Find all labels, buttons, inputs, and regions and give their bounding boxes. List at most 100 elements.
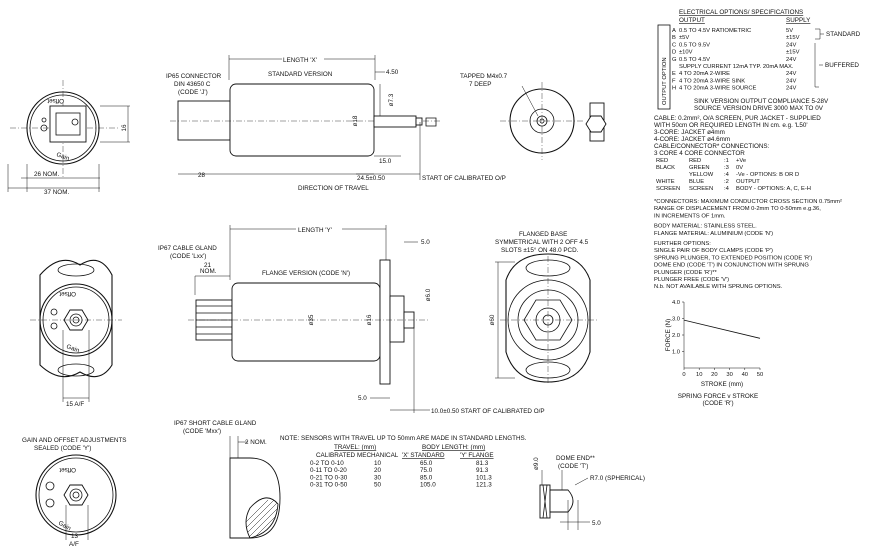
note-line: FLANGE MATERIAL: ALUMINIUM (CODE 'N') (654, 231, 773, 237)
option-output: 4 TO 20mA 3-WIRE SOURCE (679, 86, 757, 92)
end-view-sealed: GAIN AND OFFSET ADJUSTMENTS SEALED (CODE… (22, 437, 127, 548)
col-x-standard: 'X' STANDARD (402, 452, 445, 459)
option-output: 4 TO 20mA 2-WIRE (679, 71, 730, 77)
note-line: *CONNECTORS: MAXIMUM CONDUCTOR CROSS SEC… (654, 199, 842, 205)
connector-right (585, 102, 607, 142)
logo-offset-top: Offset (47, 97, 64, 104)
length-cell: 85.0 (420, 474, 433, 481)
side-view-flange: IP67 CABLE GLAND (CODE 'Lxx') 21 NOM. LE… (158, 225, 545, 415)
note-line: SINGLE PAIR OF BODY CLAMPS (CODE 'P') (654, 248, 773, 254)
wiring-cell: SCREEN (656, 186, 680, 192)
wiring-cell: SCREEN (689, 186, 713, 192)
option-code: C (672, 42, 676, 48)
direction-label: DIRECTION OF TRAVEL (298, 185, 369, 192)
cable-line-1: CABLE: 0.2mm², O/A SCREEN, PUR JACKET - … (654, 115, 821, 122)
dim-10: 10.0±0.50 START OF CALIBRATED O/P (431, 408, 545, 415)
dim-35: ø35 (308, 314, 315, 325)
dim-28: 28 (198, 172, 206, 179)
af13-b: A/F (69, 541, 79, 548)
af13-a: 13 (71, 533, 79, 540)
ip65-connector-label-3: (CODE 'J') (178, 89, 208, 96)
nom21-a: 21 (204, 262, 212, 269)
cable-notes: CABLE: 0.2mm², O/A SCREEN, PUR JACKET - … (654, 115, 842, 290)
standard-bracket-label: STANDARD (826, 31, 861, 38)
wiring-cell: :1 (724, 158, 729, 164)
note-line: RANGE OF DISPLACEMENT FROM 0-2mm TO 0-50… (654, 206, 821, 212)
flanged-base-3: SLOTS ±15° ON 48.0 PCD. (501, 246, 579, 254)
end-view-tapped: TAPPED M4x0.7 7 DEEP (460, 73, 584, 160)
length-cell: 75.0 (420, 467, 433, 474)
note-line: FURTHER OPTIONS: (654, 241, 711, 247)
cable-line-3: 3-CORE: JACKET ø4mm (654, 129, 725, 136)
dome-radius: R7.0 (SPHERICAL) (590, 475, 645, 482)
x-tick-label: 50 (757, 372, 763, 378)
option-output: SUPPLY CURRENT 12mA TYP. 20mA MAX. (679, 64, 794, 70)
y-tick-label: 1.0 (672, 350, 680, 356)
tapped-label-2: 7 DEEP (469, 81, 491, 88)
output-option-vertical: OUTPUT OPTION (662, 57, 668, 105)
logo-offset-bot: Offset (59, 466, 76, 473)
wiring-cell: BLUE (689, 179, 704, 185)
end-view-flanged-left: Offset Gain 15 A/F (30, 259, 122, 408)
length-y-label: LENGTH 'Y' (298, 227, 332, 234)
option-code: A (672, 28, 676, 34)
gain-offset-label-1: GAIN AND OFFSET ADJUSTMENTS (22, 437, 127, 444)
length-cell: 101.3 (476, 474, 492, 481)
wiring-cell: BLACK (656, 165, 675, 171)
dim-37-nom: 37 NOM. (44, 189, 69, 196)
ip65-connector-label-1: IP65 CONNECTOR (166, 73, 222, 80)
cable-line-2: WITH 50cm OR REQUIRED LENGTH IN cm. e.g.… (654, 122, 808, 129)
option-supply: 24V (786, 42, 796, 48)
dim-245: 24.5±0.50 (357, 175, 385, 182)
body-length-head: BODY LENGTH: (mm) (422, 444, 485, 451)
y-tick-label: 4.0 (672, 300, 680, 306)
dim-6: ø6.0 (425, 288, 432, 301)
option-output: 0.5 TO 4.5V RATIOMETRIC (679, 28, 751, 34)
wiring-cell: WHITE (656, 179, 675, 185)
dim-150: 15.0 (379, 158, 392, 165)
length-cell: 10 (374, 460, 382, 467)
dim-60: ø60 (489, 314, 496, 325)
electrical-title: ELECTRICAL OPTIONS/ SPECIFICATIONS (679, 9, 803, 16)
length-cell: 30 (374, 474, 382, 481)
flange-version-label: FLANGE VERSION (CODE 'N') (262, 270, 350, 277)
x-axis-label: STROKE (mm) (701, 381, 743, 388)
option-supply: 24V (786, 86, 796, 92)
x-tick-label: 20 (711, 372, 717, 378)
note-line: BODY MATERIAL: STAINLESS STEEL. (654, 224, 757, 230)
option-supply: 24V (786, 57, 796, 63)
force-line (683, 319, 761, 339)
note-line: IN INCREMENTS OF 1mm. (654, 213, 726, 219)
wiring-cell: YELLOW (689, 172, 714, 178)
end-view-standard: Offset Gain 16 26 NOM. 37 NOM. (7, 80, 130, 196)
wiring-cell: 0V (736, 165, 743, 171)
wiring-cell: :4 (724, 186, 730, 192)
option-code: F (672, 78, 676, 84)
wiring-cell: :2 (724, 179, 729, 185)
core-header: 3 CORE 4 CORE CONNECTOR (654, 150, 745, 157)
length-cell: 0-11 TO 0-20 (310, 467, 347, 474)
dome-label-2: (CODE 'T') (558, 463, 588, 470)
wiring-cell: GREEN (689, 165, 710, 171)
chart-subtitle: (CODE 'R') (702, 400, 733, 407)
dome-5: 5.0 (592, 520, 601, 527)
dim-18: ø18 (352, 115, 359, 126)
note-line: SPRUNG PLUNGER, TO EXTENDED POSITION (CO… (654, 255, 812, 261)
dim-16-flange: ø16 (366, 314, 373, 325)
flanged-base-2: SYMMETRICAL WITH 2 OFF 4.5 (495, 239, 589, 246)
wiring-cell: :3 (724, 165, 729, 171)
end-view-flanged-right: FLANGED BASE SYMMETRICAL WITH 2 OFF 4.5 … (489, 231, 598, 384)
option-output: 4 TO 20mA 3-WIRE SINK (679, 78, 745, 84)
length-cell: 121.3 (476, 482, 492, 489)
supply-column-header: SUPPLY (786, 17, 811, 24)
option-output: 0.5 TO 9.5V (679, 42, 710, 48)
dim-73: ø7.3 (388, 93, 395, 106)
ip67-gland-label-2: (CODE 'Lxx') (170, 253, 206, 260)
dim-450: 4.50 (386, 69, 399, 76)
option-supply: 24V (786, 71, 796, 77)
